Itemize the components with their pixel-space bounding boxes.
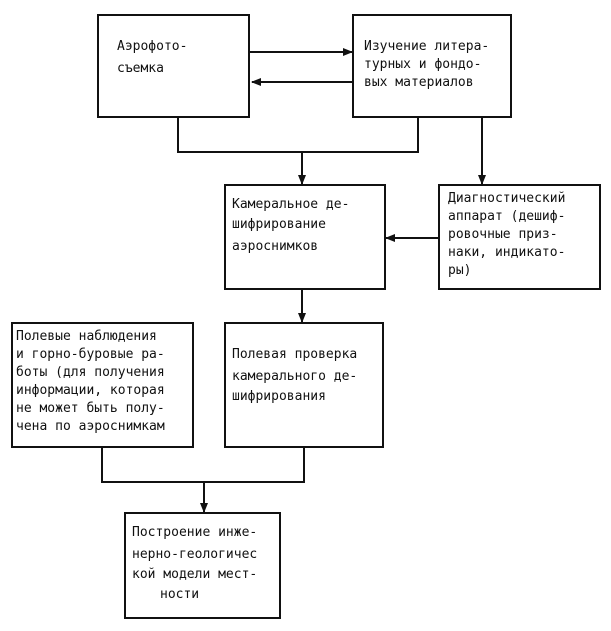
node-aerial-survey-line-1: Аэрофото- — [117, 39, 188, 54]
node-field-verification: Полевая проверка камерального де- шифрир… — [224, 322, 384, 448]
node-aerial-survey: Аэрофото- съемка — [97, 14, 250, 118]
node-model-construction-line-4: ности — [160, 587, 200, 602]
node-field-observations-line-2: и горно-буровые ра- — [16, 347, 165, 362]
node-field-observations-line-3: боты (для получения — [16, 365, 165, 380]
node-office-interpretation-line-1: Камеральное де- — [232, 197, 350, 212]
node-field-observations-line-4: информации, которая — [16, 383, 165, 398]
node-aerial-survey-line-2: съемка — [117, 61, 164, 76]
node-literature-study-line-2: турных и фондо- — [364, 57, 482, 72]
node-diagnostic-apparatus-line-2: аппарат (дешиф- — [448, 209, 566, 224]
node-field-observations-line-1: Полевые наблюдения — [16, 329, 157, 344]
node-field-verification-line-2: камерального де- — [232, 369, 358, 384]
node-model-construction: Построение инже- нерно-геологичес кой мо… — [124, 512, 281, 619]
node-office-interpretation: Камеральное де- шифрирование аэроснимков — [224, 184, 386, 290]
node-diagnostic-apparatus: Диагностический аппарат (дешиф- ровочные… — [438, 184, 601, 290]
node-field-observations-line-5: не может быть полу- — [16, 401, 165, 416]
node-field-observations: Полевые наблюдения и горно-буровые ра- б… — [11, 322, 194, 448]
connector-top-merge — [177, 118, 419, 153]
node-field-observations-line-6: чена по аэроснимкам — [16, 419, 165, 434]
connector-bottom-merge — [101, 448, 305, 483]
node-literature-study-line-1: Изучение литера- — [364, 39, 490, 54]
node-office-interpretation-line-2: шифрирование — [232, 217, 326, 232]
node-literature-study-line-3: вых материалов — [364, 75, 474, 90]
node-diagnostic-apparatus-line-5: ры) — [448, 263, 472, 278]
node-literature-study: Изучение литера- турных и фондо- вых мат… — [352, 14, 512, 118]
node-diagnostic-apparatus-line-1: Диагностический — [448, 191, 566, 206]
node-field-verification-line-3: шифрирования — [232, 389, 326, 404]
node-model-construction-line-2: нерно-геологичес — [132, 547, 258, 562]
node-diagnostic-apparatus-line-4: наки, индикато- — [448, 245, 566, 260]
node-field-verification-line-1: Полевая проверка — [232, 347, 358, 362]
node-diagnostic-apparatus-line-3: ровочные приз- — [448, 227, 558, 242]
node-office-interpretation-line-3: аэроснимков — [232, 239, 319, 254]
node-model-construction-line-3: кой модели мест- — [132, 567, 258, 582]
node-model-construction-line-1: Построение инже- — [132, 525, 258, 540]
